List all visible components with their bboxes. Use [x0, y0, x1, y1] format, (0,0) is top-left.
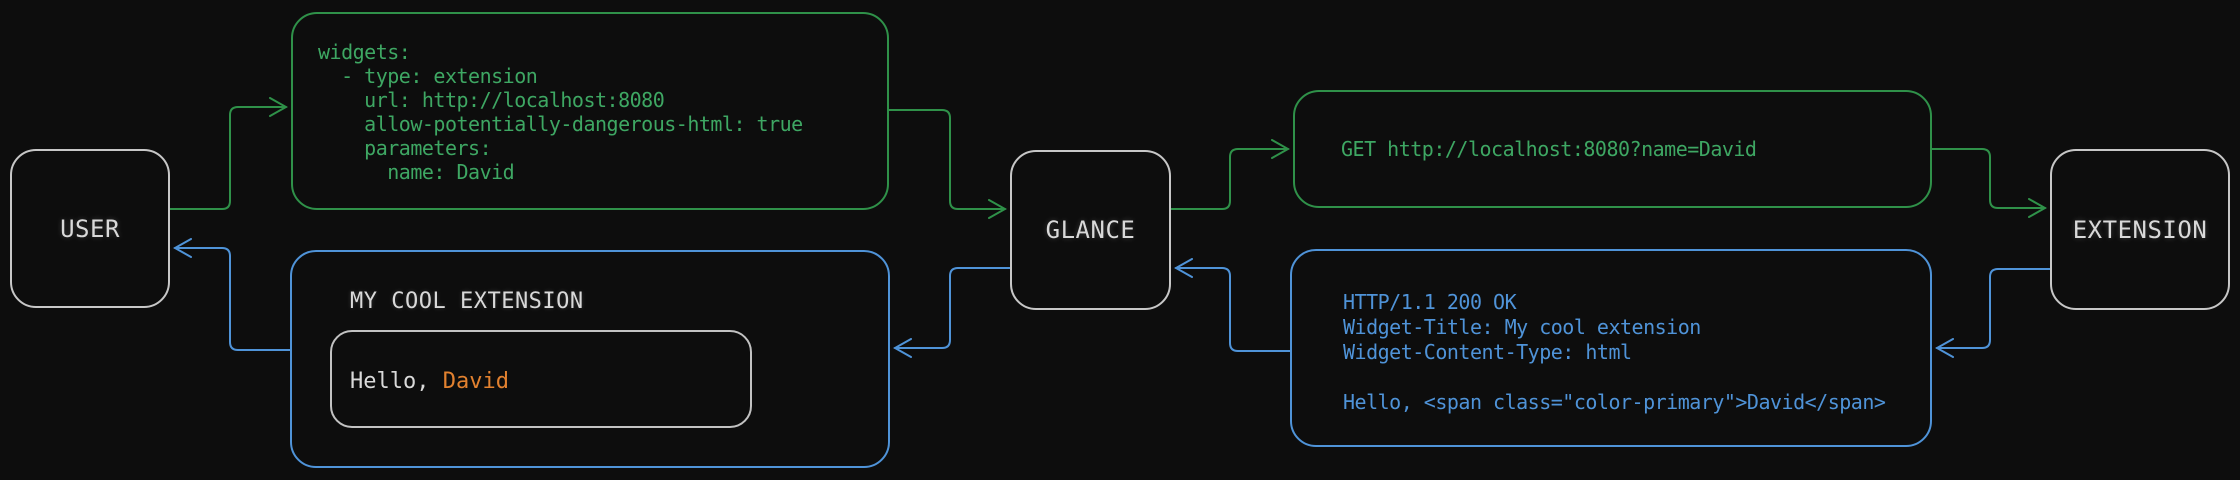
- arrow-request-to-extension: [1931, 148, 2045, 208]
- node-user-label: USER: [60, 214, 120, 243]
- http-request-code: GET http://localhost:8080?name=David: [1341, 137, 1757, 161]
- yaml-config-box: [291, 12, 889, 210]
- node-glance-label: GLANCE: [1045, 216, 1136, 244]
- node-extension: EXTENSION: [2050, 149, 2230, 310]
- rendered-widget-title: MY COOL EXTENSION: [350, 289, 584, 314]
- rendered-widget-box: [290, 250, 890, 468]
- arrow-extension-to-response: [1937, 268, 2051, 348]
- node-user: USER: [10, 149, 170, 308]
- greeting-prefix: Hello,: [350, 369, 443, 394]
- rendered-widget-content-box: [330, 330, 752, 428]
- node-glance: GLANCE: [1010, 150, 1171, 310]
- http-response-code: HTTP/1.1 200 OK Widget-Title: My cool ex…: [1343, 290, 1886, 414]
- arrow-glance-to-request: [1170, 149, 1288, 210]
- yaml-config-code: widgets: - type: extension url: http://l…: [318, 40, 803, 184]
- greeting-name: David: [442, 369, 509, 394]
- arrow-glance-to-widget: [895, 267, 1011, 348]
- rendered-widget-greeting: Hello, David: [350, 369, 509, 394]
- arrow-user-to-config: [169, 107, 286, 210]
- http-response-box: [1290, 249, 1932, 447]
- arrow-widget-to-user: [175, 248, 291, 351]
- http-request-box: [1293, 90, 1932, 208]
- arrow-config-to-glance: [888, 109, 1005, 209]
- arrow-response-to-glance: [1176, 268, 1291, 352]
- node-extension-label: EXTENSION: [2072, 215, 2208, 244]
